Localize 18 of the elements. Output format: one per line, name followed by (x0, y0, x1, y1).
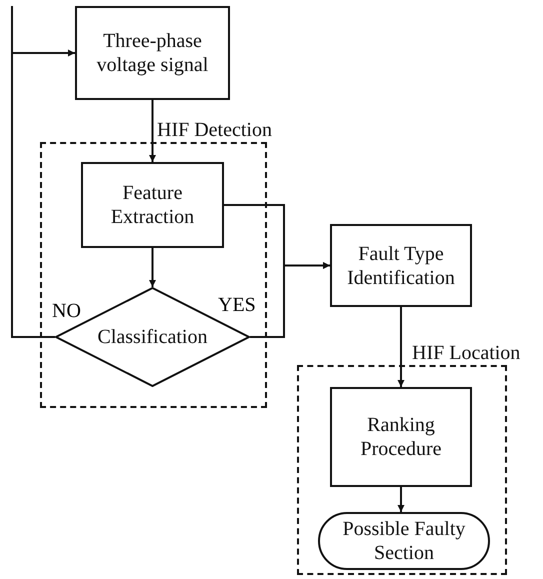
arrow (149, 248, 156, 287)
arrow (398, 487, 404, 512)
arrow (11, 5, 76, 338)
node-text: Fault Type Identification (346, 242, 456, 290)
arrow (224, 204, 330, 269)
node-text: Feature Extraction (110, 181, 196, 229)
process-box (330, 224, 472, 307)
edge-label: YES (218, 294, 256, 317)
node-text: Three-phase voltage signal (96, 29, 210, 77)
node-text: Ranking Procedure (359, 413, 443, 461)
node-text: Possible Faulty Section (342, 517, 466, 565)
arrow (398, 307, 404, 387)
process-box (81, 162, 224, 248)
edge-label: NO (52, 300, 81, 323)
node-text: Classification (98, 325, 208, 349)
process-box (330, 387, 472, 487)
arrow (149, 100, 156, 162)
process-box (75, 6, 230, 100)
